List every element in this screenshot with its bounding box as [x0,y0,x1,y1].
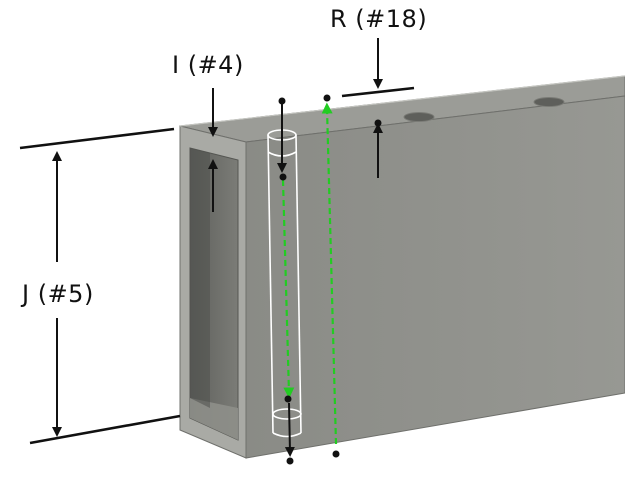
extension-line-j-top [19,127,175,150]
mounting-holes [403,97,565,122]
extension-line-j-bottom [29,414,181,445]
green-guide-line-surface [321,102,338,445]
ref-dot-7 [332,450,340,458]
green-guide-lines [281,102,338,445]
dimension-r: R (#18) [330,5,427,98]
ref-dot-6 [286,457,294,465]
ref-dot-3 [374,119,382,127]
cylinder-bottom-ellipse [272,408,302,420]
dimension-i: I (#4) [172,51,244,137]
label-r: R (#18) [330,5,427,33]
ref-dot-1 [278,97,286,105]
cylinder-bottom-front [272,432,302,438]
green-guide-line-cylinder [281,179,295,399]
tube-front-face [245,95,625,459]
dimension-j: J (#5) [19,127,181,445]
ref-dot-5 [284,395,292,403]
square-tube [179,75,625,459]
tube-inner-shade [190,148,210,408]
tube-inner-floor [190,398,238,440]
extension-line-r [341,86,415,98]
ref-dot-4 [279,173,287,181]
label-i: I (#4) [172,51,244,79]
arrow-cylinder-bottom [284,402,295,457]
short-arrows [208,104,383,457]
mounting-hole-2 [533,97,565,107]
label-j: J (#5) [20,280,94,308]
ref-dot-2 [323,94,331,102]
cylinder-left-edge [267,134,274,434]
cylinder-right-edge [295,134,302,434]
mounting-hole-1 [403,112,435,122]
